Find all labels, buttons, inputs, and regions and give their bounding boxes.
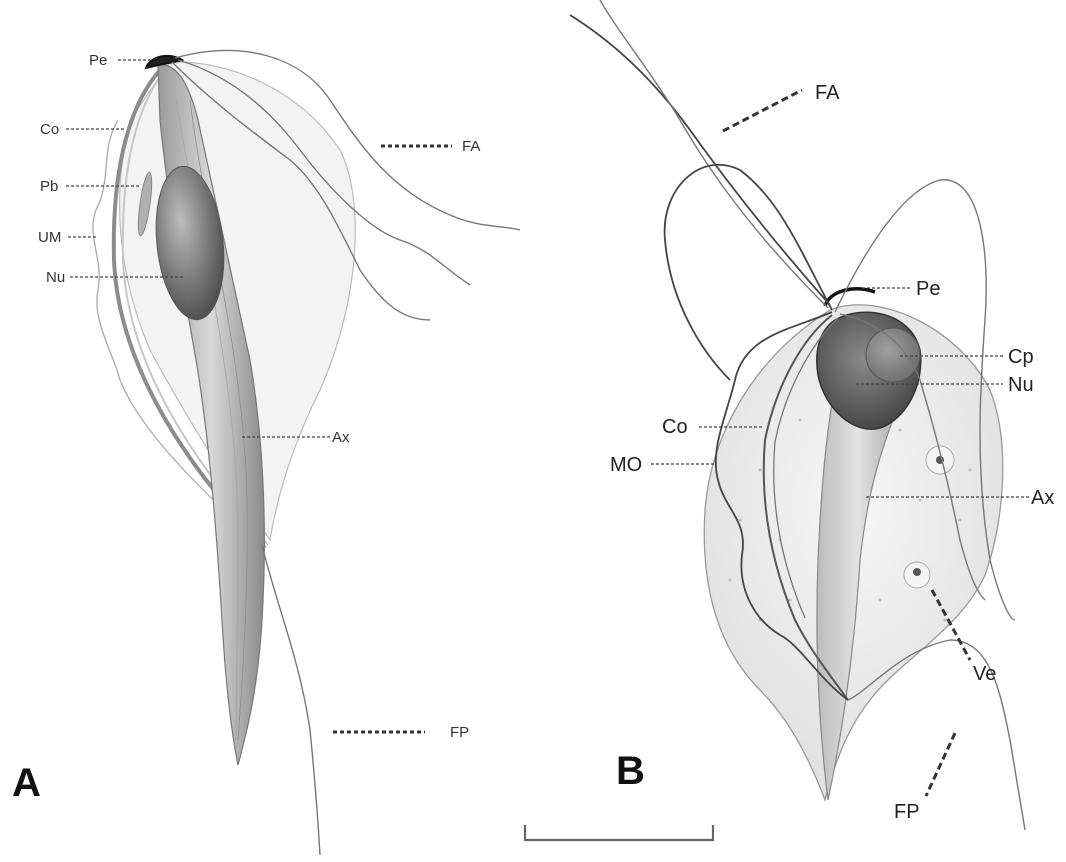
label-co-a: Co bbox=[40, 121, 59, 138]
panel-b: FA Pe Cp Nu Co MO Ax Ve FP B bbox=[570, 0, 1054, 830]
panel-letter-a: A bbox=[12, 761, 41, 805]
label-um-a: UM bbox=[38, 229, 61, 246]
label-ax-a: Ax bbox=[332, 429, 350, 446]
label-mo-b: MO bbox=[610, 454, 642, 476]
label-pe-b: Pe bbox=[916, 278, 940, 300]
label-fa-a: FA bbox=[462, 138, 480, 155]
label-pe-a: Pe bbox=[89, 52, 107, 69]
label-nu-b: Nu bbox=[1008, 374, 1034, 396]
label-co-b: Co bbox=[662, 416, 688, 438]
anterior-flagellum-b1 bbox=[570, 15, 830, 305]
label-ve-b: Ve bbox=[973, 663, 996, 685]
label-cp-b: Cp bbox=[1008, 346, 1034, 368]
label-ax-b: Ax bbox=[1031, 487, 1054, 509]
panel-letter-b: B bbox=[616, 749, 645, 793]
posterior-flagellum-a bbox=[262, 545, 320, 855]
label-nu-a: Nu bbox=[46, 269, 65, 286]
label-fp-b: FP bbox=[894, 801, 920, 823]
vacuole-b2 bbox=[904, 562, 930, 588]
pelta-b bbox=[825, 289, 875, 306]
scale-bar bbox=[525, 825, 713, 840]
anterior-flagellum-b2 bbox=[600, 0, 828, 308]
panel-a: Pe Co Pb UM Nu Ax FA FP A bbox=[12, 51, 520, 855]
label-fp-a: FP bbox=[450, 724, 469, 741]
leader-fa-b bbox=[723, 90, 802, 131]
label-fa-b: FA bbox=[815, 82, 840, 104]
label-pb-a: Pb bbox=[40, 178, 58, 195]
costal-particle-cp-b bbox=[866, 328, 920, 382]
leader-fp-b bbox=[926, 733, 955, 796]
